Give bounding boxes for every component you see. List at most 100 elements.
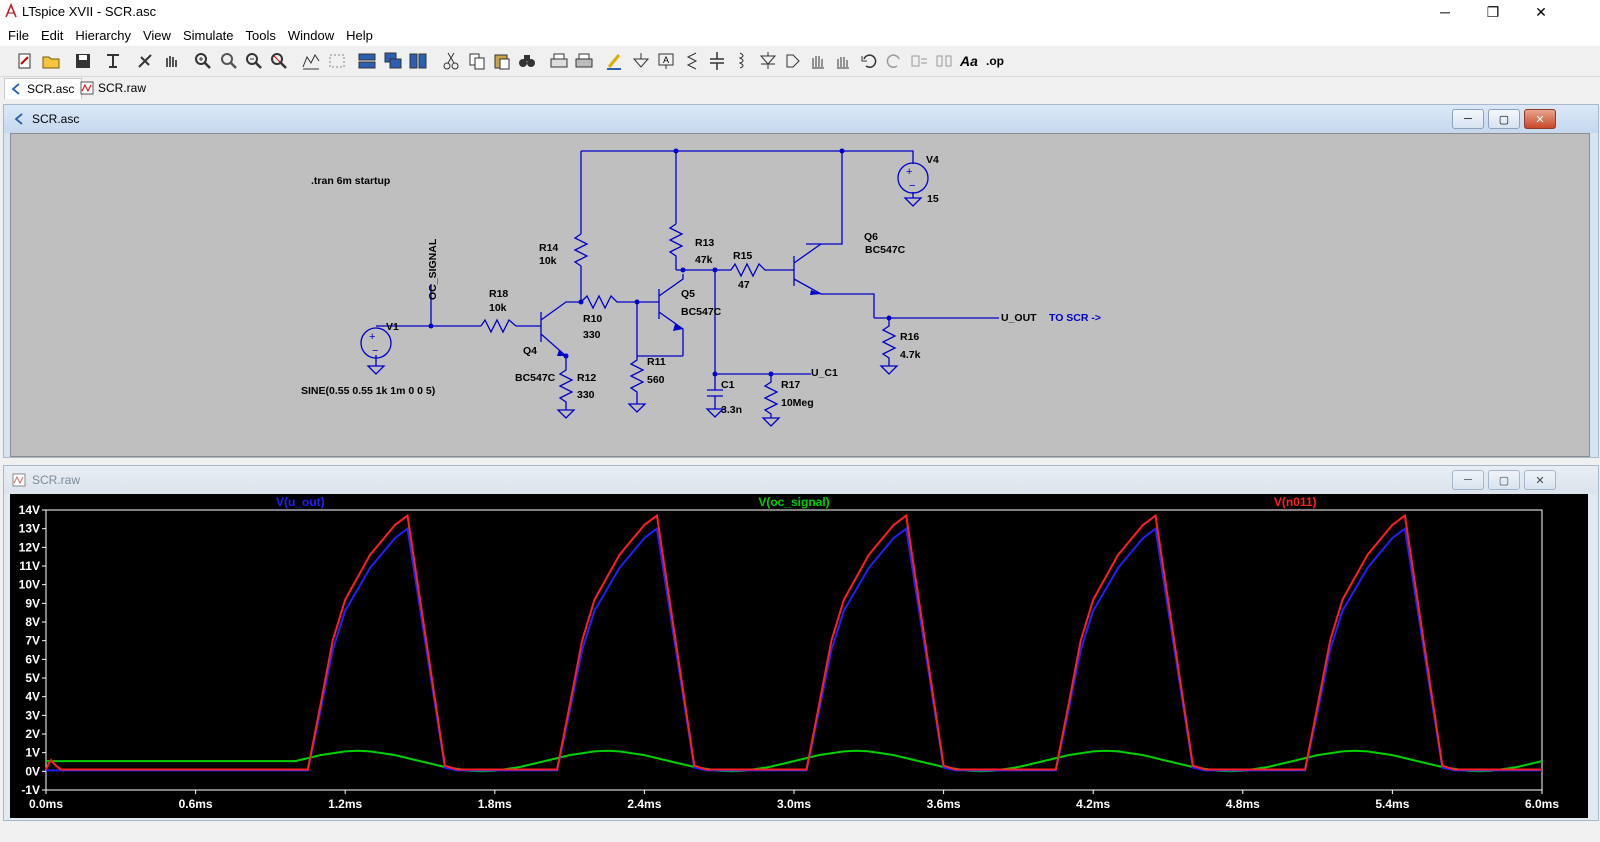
- copy-icon[interactable]: [466, 50, 488, 72]
- legend-v-oc-signal-: V(oc_signal): [758, 495, 829, 509]
- paste-icon[interactable]: [491, 50, 513, 72]
- menu-file[interactable]: File: [8, 27, 29, 43]
- zoom-out-icon[interactable]: [243, 50, 265, 72]
- c1-value[interactable]: 3.3n: [721, 404, 742, 416]
- open-folder-icon[interactable]: [40, 50, 62, 72]
- waveform-minimize-button[interactable]: ─: [1452, 470, 1484, 490]
- capacitor-icon[interactable]: [706, 50, 728, 72]
- menu-hierarchy[interactable]: Hierarchy: [75, 27, 131, 43]
- v1-label: V1: [386, 321, 399, 333]
- new-schematic-icon[interactable]: [14, 50, 36, 72]
- tile-horizontal-icon[interactable]: [356, 50, 378, 72]
- q6-label: Q6: [864, 231, 878, 243]
- draw-wire-icon[interactable]: [604, 50, 626, 72]
- menu-edit[interactable]: Edit: [40, 27, 64, 43]
- find-icon[interactable]: [516, 50, 538, 72]
- schematic-maximize-button[interactable]: ▢: [1488, 109, 1520, 129]
- document-tabs: SCR.asc SCR.raw: [0, 77, 1600, 99]
- x-tick-label: 0.6ms: [179, 797, 213, 811]
- print-icon[interactable]: [573, 50, 595, 72]
- minimize-button[interactable]: ─: [1440, 4, 1450, 20]
- menu-help[interactable]: Help: [346, 27, 373, 43]
- inductor-icon[interactable]: [731, 50, 753, 72]
- waveform-maximize-button[interactable]: ▢: [1488, 470, 1520, 490]
- r17-value[interactable]: 10Meg: [781, 397, 814, 409]
- redo-icon[interactable]: [883, 50, 905, 72]
- schematic-close-button[interactable]: ✕: [1524, 109, 1556, 129]
- q4-model[interactable]: BC547C: [515, 372, 556, 384]
- component-icon[interactable]: [782, 50, 804, 72]
- r15-value[interactable]: 47: [738, 279, 750, 291]
- q5-model[interactable]: BC547C: [681, 306, 722, 318]
- diode-icon[interactable]: [757, 50, 779, 72]
- label-net-icon[interactable]: A: [655, 50, 677, 72]
- resistor-icon[interactable]: [681, 50, 703, 72]
- halt-icon[interactable]: [134, 50, 156, 72]
- r12-value[interactable]: 330: [577, 389, 595, 401]
- x-tick-label: 6.0ms: [1525, 797, 1559, 811]
- tran-directive[interactable]: .tran 6m startup: [311, 175, 390, 187]
- y-tick-label: 13V: [19, 522, 40, 536]
- v1-value[interactable]: SINE(0.55 0.55 1k 1m 0 0 5): [301, 385, 435, 397]
- tab-scr-asc[interactable]: SCR.asc: [4, 78, 82, 99]
- move-hand-icon[interactable]: [807, 50, 829, 72]
- menu-window[interactable]: Window: [287, 27, 335, 43]
- r16-value[interactable]: 4.7k: [900, 349, 921, 361]
- v4-value[interactable]: 15: [927, 193, 939, 205]
- cascade-icon[interactable]: [382, 50, 404, 72]
- u-out-label[interactable]: U_OUT: [1001, 312, 1037, 324]
- schematic-icon: [11, 83, 20, 95]
- undo-icon[interactable]: [858, 50, 880, 72]
- ground-icon[interactable]: [630, 50, 652, 72]
- waveform-icon: [80, 81, 94, 95]
- menu-simulate[interactable]: Simulate: [182, 27, 234, 43]
- r12-label: R12: [577, 372, 596, 384]
- zoom-area-icon[interactable]: [326, 50, 348, 72]
- oc-signal-label[interactable]: OC_SIGNAL: [427, 238, 439, 300]
- print-setup-icon[interactable]: [548, 50, 570, 72]
- run-icon[interactable]: [102, 50, 124, 72]
- y-tick-label: 8V: [25, 615, 40, 629]
- schematic-window-titlebar: SCR.asc ─ ▢ ✕: [4, 105, 1598, 133]
- pan-hand-icon[interactable]: [160, 50, 182, 72]
- r15-label: R15: [733, 250, 752, 262]
- schematic-canvas[interactable]: + − + − .tran 6m st: [10, 133, 1590, 457]
- r10-value[interactable]: 330: [583, 329, 601, 341]
- mirror-icon[interactable]: [933, 50, 955, 72]
- cut-icon[interactable]: [440, 50, 462, 72]
- waveform-icon: [12, 473, 26, 487]
- drag-hand-icon[interactable]: [832, 50, 854, 72]
- rotate-icon[interactable]: [908, 50, 930, 72]
- r18-value[interactable]: 10k: [489, 302, 507, 314]
- save-icon[interactable]: [72, 50, 94, 72]
- x-tick-label: 0.0ms: [29, 797, 63, 811]
- u-c1-label[interactable]: U_C1: [811, 367, 838, 379]
- menu-tools[interactable]: Tools: [245, 27, 276, 43]
- waveform-close-button[interactable]: ✕: [1524, 470, 1556, 490]
- text-icon[interactable]: Aa: [959, 50, 981, 72]
- to-scr-comment[interactable]: TO SCR ->: [1049, 312, 1101, 324]
- r14-value[interactable]: 10k: [539, 255, 557, 267]
- r11-value[interactable]: 560: [647, 374, 665, 386]
- y-tick-label: 3V: [25, 708, 40, 722]
- close-button[interactable]: ✕: [1535, 3, 1547, 20]
- r13-value[interactable]: 47k: [695, 254, 713, 266]
- tile-vertical-icon[interactable]: [407, 50, 429, 72]
- window-title: LTspice XVII - SCR.asc: [22, 4, 157, 19]
- tab-scr-raw[interactable]: SCR.raw: [76, 78, 150, 98]
- zoom-in-icon[interactable]: [192, 50, 214, 72]
- y-tick-label: 4V: [25, 690, 40, 704]
- autorange-icon[interactable]: [300, 50, 322, 72]
- y-tick-label: 12V: [19, 540, 40, 554]
- y-tick-label: 14V: [19, 503, 40, 517]
- menu-view[interactable]: View: [142, 27, 171, 43]
- zoom-cancel-icon[interactable]: [268, 50, 290, 72]
- schematic-minimize-button[interactable]: ─: [1452, 109, 1484, 129]
- ltspice-logo-icon: [5, 3, 17, 18]
- q6-model[interactable]: BC547C: [865, 244, 906, 256]
- zoom-fit-icon[interactable]: [218, 50, 240, 72]
- spice-directive-icon[interactable]: .op: [985, 50, 1007, 72]
- maximize-button[interactable]: ❐: [1486, 3, 1500, 20]
